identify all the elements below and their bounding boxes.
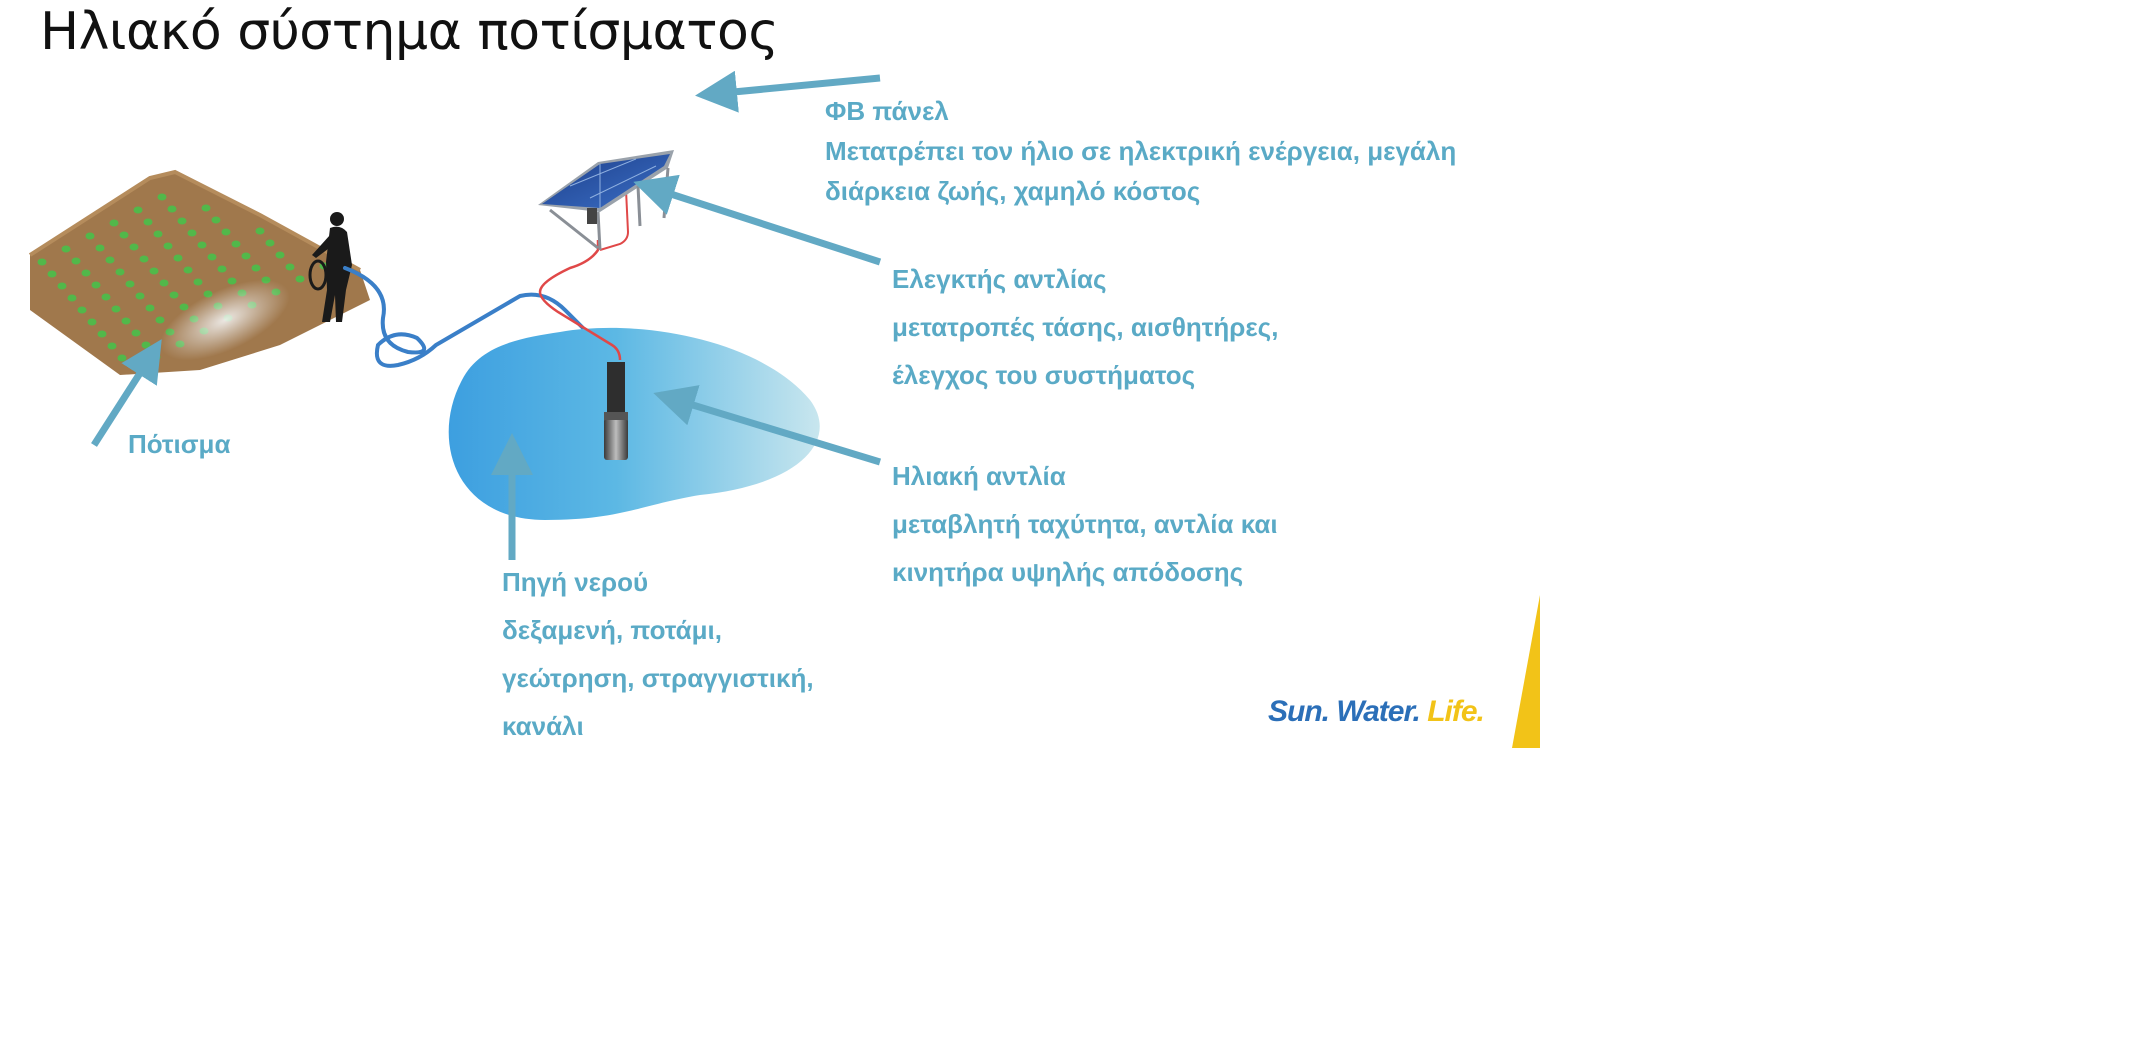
crop-plant [81, 269, 91, 277]
crop-plant [139, 255, 149, 263]
crop-plant [47, 270, 57, 278]
label-water-source: Πηγή νερού δεξαμενή, ποτάμι, γεώτρηση, σ… [502, 558, 814, 750]
crop-plant [275, 251, 285, 259]
crop-plant [67, 294, 77, 302]
pointer-arrows [91, 70, 882, 560]
crop-plant [71, 257, 81, 265]
crop-plant [197, 241, 207, 249]
crop-plant [119, 231, 129, 239]
arrow-solar-pump [653, 385, 882, 466]
crop-plant [217, 265, 227, 273]
crop-plant [211, 216, 221, 224]
pump-controller-desc-1: μετατροπές τάσης, αισθητήρες, [892, 312, 1279, 342]
label-solar-pump: Ηλιακή αντλία μεταβλητή ταχύτητα, αντλία… [892, 452, 1278, 596]
crop-plant [101, 293, 111, 301]
label-pump-controller: Ελεγκτής αντλίας μετατροπές τάσης, αισθη… [892, 255, 1278, 399]
irrigation-diagram [28, 70, 1540, 748]
crop-plant [77, 306, 87, 314]
pump-controller-icon [587, 208, 597, 224]
solar-pump-heading: Ηλιακή αντλία [892, 461, 1066, 491]
crop-plant [207, 253, 217, 261]
crop-plant [241, 252, 251, 260]
crop-plant [227, 277, 237, 285]
crop-plant [155, 316, 165, 324]
crop-plant [97, 330, 107, 338]
crop-plant [87, 318, 97, 326]
water-spray [160, 279, 290, 361]
crop-plant [121, 317, 131, 325]
crop-plant [117, 354, 127, 362]
solar-pump-icon [604, 362, 628, 460]
crop-plant [91, 281, 101, 289]
crop-plant [57, 282, 67, 290]
crop-plant [129, 243, 139, 251]
crop-plant [159, 279, 169, 287]
crop-plant [37, 258, 47, 266]
logo-water: Water. [1336, 695, 1420, 728]
pump-controller-desc-2: έλεγχος του συστήματος [892, 360, 1196, 390]
crop-field [28, 169, 370, 375]
crop-plant [221, 228, 231, 236]
solar-pump-desc-1: μεταβλητή ταχύτητα, αντλία και [892, 509, 1278, 539]
pump-controller-heading: Ελεγκτής αντλίας [892, 264, 1107, 294]
logo-life: Life. [1427, 695, 1485, 728]
crop-plant [295, 275, 305, 283]
crop-plant [105, 256, 115, 264]
label-pv-panel: ΦΒ πάνελ Μετατρέπει τον ήλιο σε ηλεκτρικ… [825, 91, 1456, 211]
crop-plant [157, 193, 167, 201]
crop-plant [111, 305, 121, 313]
crop-plant [143, 218, 153, 226]
water-source-desc-2: γεώτρηση, στραγγιστική, [502, 663, 814, 693]
arrow-pump-controller [633, 174, 882, 266]
water-source-desc-3: κανάλι [502, 711, 584, 741]
crop-plant [177, 217, 187, 225]
crop-plant [135, 292, 145, 300]
crop-plant [153, 230, 163, 238]
water-source-desc-1: δεξαμενή, ποτάμι, [502, 615, 722, 645]
crop-plant [169, 291, 179, 299]
label-irrigation: Πότισμα [128, 424, 230, 464]
crop-plant [163, 242, 173, 250]
crop-plant [131, 329, 141, 337]
crop-plant [265, 239, 275, 247]
crop-plant [193, 278, 203, 286]
arrow-pv-panel [695, 70, 881, 113]
power-cable [538, 240, 622, 361]
page-title: Ηλιακό σύστημα ποτίσματος [40, 2, 779, 62]
pv-panel-desc-1: Μετατρέπει τον ήλιο σε ηλεκτρική ενέργει… [825, 136, 1457, 166]
solar-pump-desc-2: κινητήρα υψηλής απόδοσης [892, 557, 1244, 587]
brand-logo: Sun. Water. Life. [1268, 695, 1485, 729]
logo-sun: Sun. [1268, 695, 1330, 728]
water-source-heading: Πηγή νερού [502, 567, 649, 597]
crop-plant [255, 227, 265, 235]
crop-plant [61, 245, 71, 253]
crop-plant [133, 206, 143, 214]
crop-plant [231, 240, 241, 248]
crop-plant [167, 205, 177, 213]
crop-plant [95, 244, 105, 252]
crop-plant [173, 254, 183, 262]
crop-plant [107, 342, 117, 350]
arrow-irrigation [91, 339, 162, 447]
crop-plant [115, 268, 125, 276]
crop-plant [251, 264, 261, 272]
crop-plant [187, 229, 197, 237]
crop-plant [183, 266, 193, 274]
water-source [448, 327, 820, 520]
crop-plant [285, 263, 295, 271]
irrigation-heading: Πότισμα [128, 429, 231, 459]
water-hose [343, 266, 614, 368]
crop-plant [125, 280, 135, 288]
crop-plant [141, 341, 151, 349]
pv-panel-heading: ΦΒ πάνελ [825, 96, 949, 126]
crop-plant [85, 232, 95, 240]
crop-plant [201, 204, 211, 212]
farmer-icon [308, 212, 352, 322]
crop-plant [145, 304, 155, 312]
pv-panel-icon [538, 150, 674, 251]
crop-plant [149, 267, 159, 275]
logo-sun-ray [1512, 595, 1540, 748]
pv-panel-desc-2: διάρκεια ζωής, χαμηλό κόστος [825, 176, 1201, 206]
crop-plant [109, 219, 119, 227]
